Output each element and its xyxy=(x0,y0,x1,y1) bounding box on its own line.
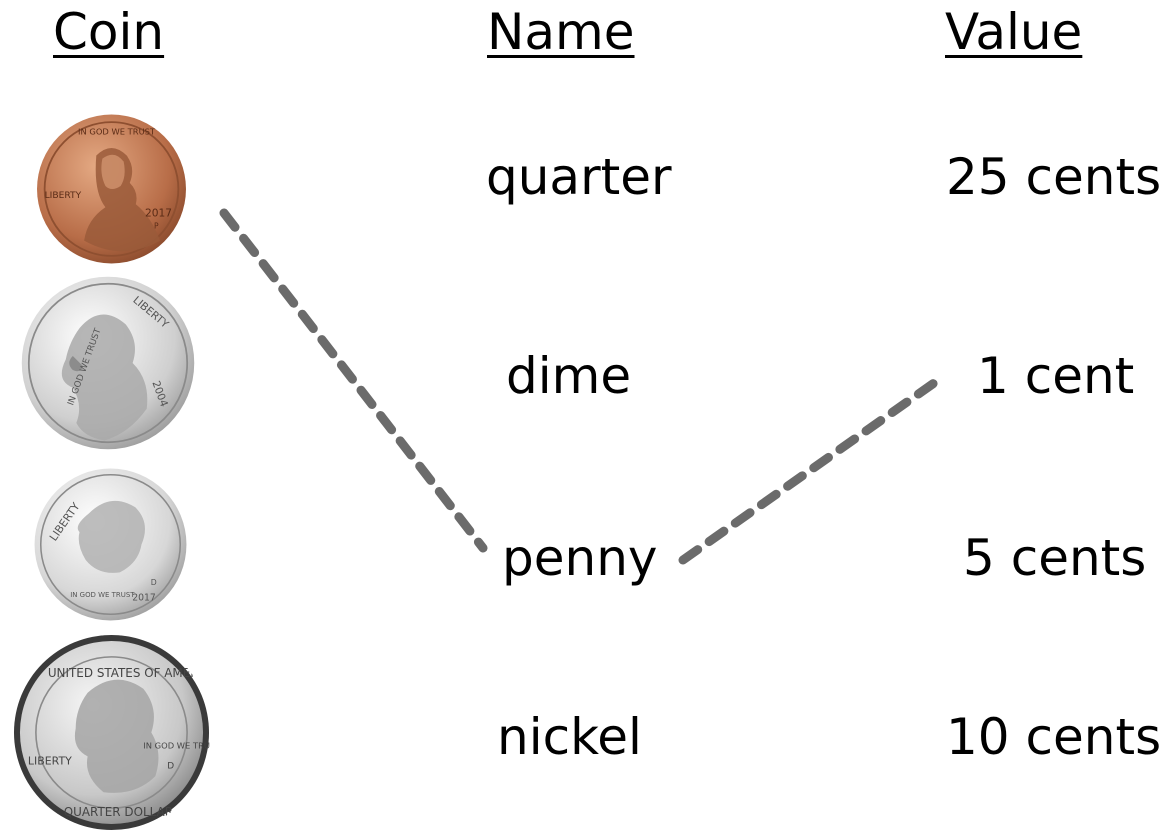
value-item[interactable]: 5 cents xyxy=(963,529,1147,587)
header-coin: Coin xyxy=(53,3,165,61)
dime-icon[interactable]: LIBERTY IN GOD WE TRUST 2017 D xyxy=(33,467,188,622)
value-item[interactable]: 1 cent xyxy=(977,347,1135,405)
quarter-motto: IN GOD WE TRUST xyxy=(143,740,211,750)
quarter-bottom-legend: QUARTER DOLLAR xyxy=(64,805,173,819)
penny-motto: IN GOD WE TRUST xyxy=(78,126,156,136)
header-name: Name xyxy=(487,3,635,61)
dime-mint: D xyxy=(151,578,157,587)
match-line-penny-coin-to-penny-name xyxy=(219,208,488,553)
dime-motto: IN GOD WE TRUST xyxy=(70,591,135,599)
quarter-mint: D xyxy=(167,761,174,771)
nickel-icon[interactable]: LIBERTY 2004 IN GOD WE TRUST xyxy=(19,275,197,451)
name-item[interactable]: nickel xyxy=(497,708,642,766)
value-item[interactable]: 25 cents xyxy=(946,148,1162,206)
match-line-penny-name-to-1-cent xyxy=(678,378,939,565)
penny-icon[interactable]: LIBERTY 2017 P IN GOD WE TRUST xyxy=(34,113,189,265)
penny-year: 2017 xyxy=(145,206,172,219)
header-value: Value xyxy=(945,3,1083,61)
quarter-icon[interactable]: UNITED STATES OF AMERICA QUARTER DOLLAR … xyxy=(12,633,211,832)
quarter-label: LIBERTY xyxy=(28,754,72,767)
name-item[interactable]: penny xyxy=(502,529,658,587)
value-item[interactable]: 10 cents xyxy=(946,708,1162,766)
name-item[interactable]: dime xyxy=(506,347,632,405)
dime-year: 2017 xyxy=(132,592,156,603)
quarter-top-legend: UNITED STATES OF AMERICA xyxy=(48,666,211,680)
penny-label: LIBERTY xyxy=(45,191,82,201)
penny-mint: P xyxy=(154,222,159,231)
name-item[interactable]: quarter xyxy=(486,148,672,206)
